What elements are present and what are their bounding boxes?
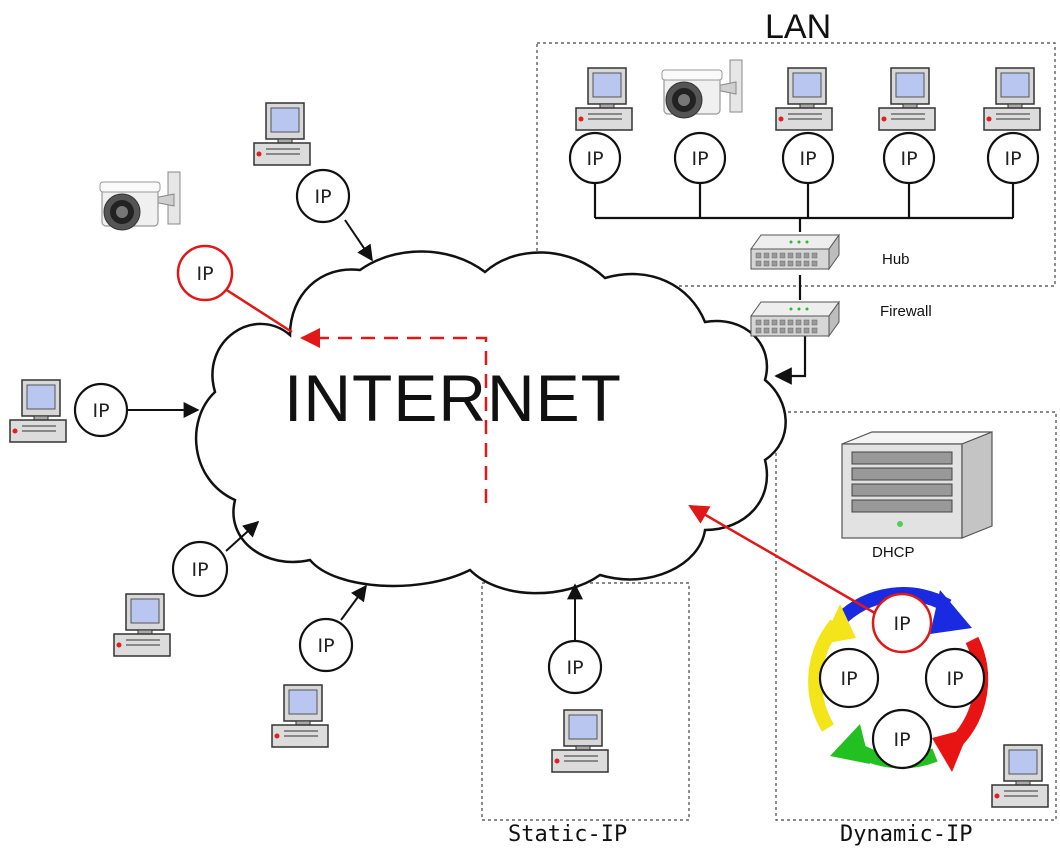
svg-text:IP: IP xyxy=(900,148,917,170)
svg-text:IP: IP xyxy=(566,657,583,679)
lan-ip-camera-icon xyxy=(661,59,743,119)
arrow-lower-left-pc xyxy=(225,520,260,552)
svg-text:IP: IP xyxy=(691,148,708,170)
dynamic-pc-icon xyxy=(991,744,1049,808)
svg-text:IP: IP xyxy=(92,400,109,422)
ip-node: IP xyxy=(781,131,835,185)
svg-text:IP: IP xyxy=(191,559,208,581)
bottom-pc-icon xyxy=(271,684,329,748)
ip-node: IP xyxy=(295,168,351,224)
svg-text:IP: IP xyxy=(314,186,331,208)
ip-node: IP xyxy=(547,639,603,695)
ip-node: IP xyxy=(171,540,229,598)
ip-node-highlighted: IP xyxy=(176,244,234,302)
lan-pc-icon-4 xyxy=(878,67,936,131)
svg-text:IP: IP xyxy=(1004,148,1021,170)
svg-text:IP: IP xyxy=(840,668,857,690)
ip-node: IP xyxy=(882,131,936,185)
red-camera-link xyxy=(224,287,293,334)
arrow-top-pc xyxy=(344,219,373,262)
dhcp-label: DHCP xyxy=(872,544,915,561)
dhcp-cycle-arrowheads xyxy=(822,590,972,772)
svg-text:IP: IP xyxy=(196,263,213,285)
ip-node: IP xyxy=(986,131,1040,185)
red-dynamic-arrow xyxy=(688,504,881,618)
ip-node: IP xyxy=(73,382,129,438)
red-dashed-path xyxy=(300,328,488,503)
ip-node: IP xyxy=(673,131,727,185)
svg-text:IP: IP xyxy=(799,148,816,170)
svg-text:IP: IP xyxy=(893,613,910,635)
ip-node: IP xyxy=(871,708,933,770)
lan-pc-icon-5 xyxy=(983,67,1041,131)
top-pc-icon xyxy=(253,102,311,166)
lan-pc-icon-1 xyxy=(575,67,633,131)
network-hub-icon xyxy=(750,234,840,270)
firewall-to-internet-arrow xyxy=(774,335,807,385)
firewall-label: Firewall xyxy=(880,303,932,320)
lower-left-pc-icon xyxy=(113,593,171,657)
ip-node: IP xyxy=(568,131,622,185)
dynamic-ip-box xyxy=(775,411,1057,821)
lan-label: LAN xyxy=(765,8,832,46)
lan-bus-lines xyxy=(593,178,1015,300)
internet-label: INTERNET xyxy=(284,361,622,435)
dhcp-server-icon xyxy=(841,431,993,539)
arrow-bottom-pc xyxy=(340,584,367,621)
lan-pc-icon-3 xyxy=(775,67,833,131)
ip-camera-icon xyxy=(99,171,181,231)
left-pc-icon xyxy=(9,379,67,443)
ip-node: IP xyxy=(298,617,354,673)
svg-text:IP: IP xyxy=(893,729,910,751)
svg-text:IP: IP xyxy=(586,148,603,170)
lan-box xyxy=(536,42,1056,287)
ip-node-highlighted: IP xyxy=(871,592,933,654)
hub-label: Hub xyxy=(882,251,910,268)
static-pc-icon xyxy=(551,709,609,773)
svg-text:IP: IP xyxy=(317,635,334,657)
static-ip-label: Static-IP xyxy=(508,822,628,847)
ip-node: IP xyxy=(924,647,986,709)
dynamic-ip-label: Dynamic-IP xyxy=(840,822,973,847)
svg-text:IP: IP xyxy=(946,668,963,690)
firewall-icon xyxy=(750,301,840,337)
static-ip-box xyxy=(481,582,690,821)
ip-node: IP xyxy=(818,647,880,709)
